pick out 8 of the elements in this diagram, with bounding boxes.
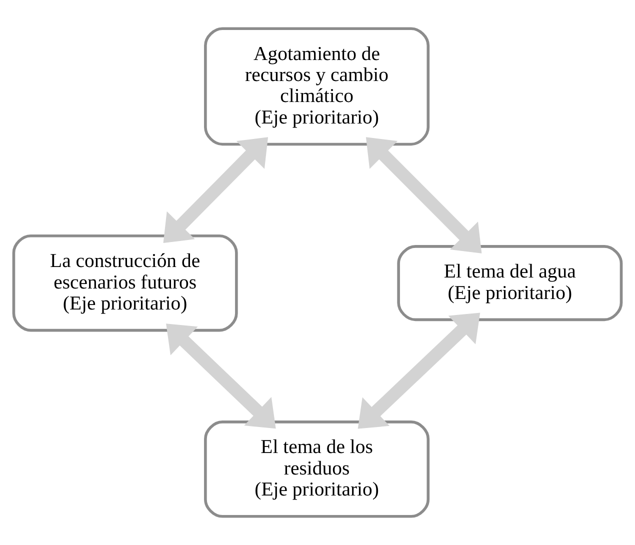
arrow xyxy=(366,137,482,254)
node-box: El tema de los residuos (Eje prioritario) xyxy=(204,420,430,518)
node-box: Agotamiento de recursos y cambio climático (Eje prioritario) xyxy=(204,27,430,146)
node-box: El tema del agua (Eje prioritario) xyxy=(397,245,623,322)
arrow xyxy=(166,324,276,429)
arrow xyxy=(163,137,268,244)
node-box: La construcción de escenarios futuros (Eje prioritario) xyxy=(12,234,238,332)
arrow xyxy=(358,312,480,429)
